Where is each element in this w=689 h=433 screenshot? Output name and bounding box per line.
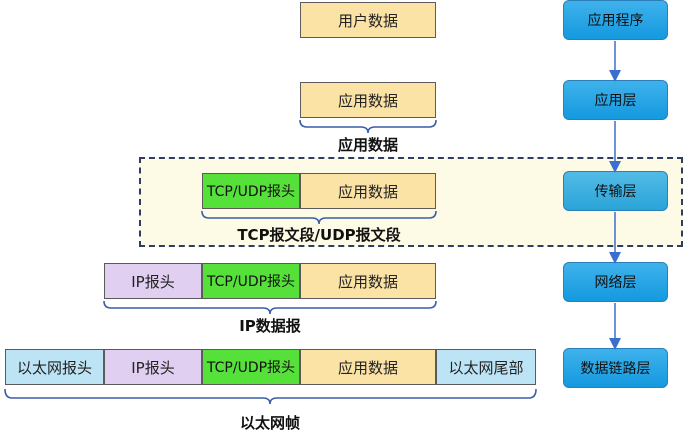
link-tcp-header-block: TCP/UDP报头 — [202, 349, 300, 385]
user-data-block: 用户数据 — [300, 2, 436, 38]
network-tcp-header-block: TCP/UDP报头 — [202, 263, 300, 299]
ethernet-trailer-block: 以太网尾部 — [436, 349, 536, 385]
layer-data-link: 数据链路层 — [563, 348, 668, 388]
ip-datagram-caption: IP数据报 — [239, 317, 301, 335]
app-data-bracket — [299, 119, 437, 134]
link-app-data-block: 应用数据 — [300, 349, 436, 385]
segment-caption: TCP报文段/UDP报文段 — [237, 226, 401, 244]
app-data-block: 应用数据 — [300, 82, 436, 118]
network-app-data-block: 应用数据 — [300, 263, 436, 299]
tcp-udp-header-block: TCP/UDP报头 — [202, 173, 300, 209]
segment-bracket — [201, 210, 437, 225]
ethernet-header-block: 以太网报头 — [5, 349, 104, 385]
ethernet-frame-caption: 以太网帧 — [239, 414, 301, 432]
ethernet-frame-bracket — [4, 388, 537, 405]
link-ip-header-block: IP报头 — [104, 349, 202, 385]
transport-app-data-block: 应用数据 — [300, 173, 436, 209]
app-data-caption: 应用数据 — [337, 136, 399, 154]
layer-application-program: 应用程序 — [563, 0, 668, 40]
ip-datagram-bracket — [103, 300, 437, 315]
ip-header-block: IP报头 — [104, 263, 202, 299]
